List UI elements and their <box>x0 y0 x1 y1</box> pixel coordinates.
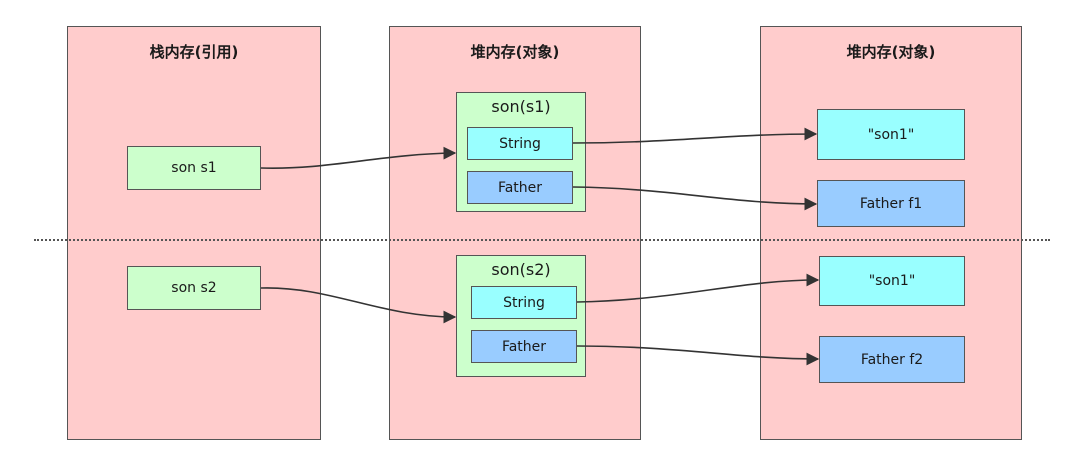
heap-objects-panel-title: 堆内存(对象) <box>470 43 560 61</box>
stack-panel-title: 栈内存(引用) <box>149 43 239 61</box>
heap-values-panel-title: 堆内存(对象) <box>846 43 936 61</box>
stack-panel: 栈内存(引用) <box>67 26 321 440</box>
dotted-separator <box>34 239 1050 241</box>
object-son-s1-father-field: Father <box>467 171 573 204</box>
object-son-s2-string-field: String <box>471 286 577 319</box>
object-son-s2-title: son(s2) <box>491 260 551 279</box>
object-son-s2-father-field: Father <box>471 330 577 363</box>
object-son-s1-title: son(s1) <box>491 97 551 116</box>
ref-son-s2: son s2 <box>127 266 261 310</box>
heap-objects-panel: 堆内存(对象) <box>389 26 641 440</box>
value-string-2: "son1" <box>819 256 965 306</box>
value-father-f2: Father f2 <box>819 336 965 383</box>
object-son-s1-string-field: String <box>467 127 573 160</box>
value-father-f1: Father f1 <box>817 180 965 227</box>
ref-son-s1: son s1 <box>127 146 261 190</box>
value-string-1: "son1" <box>817 109 965 160</box>
